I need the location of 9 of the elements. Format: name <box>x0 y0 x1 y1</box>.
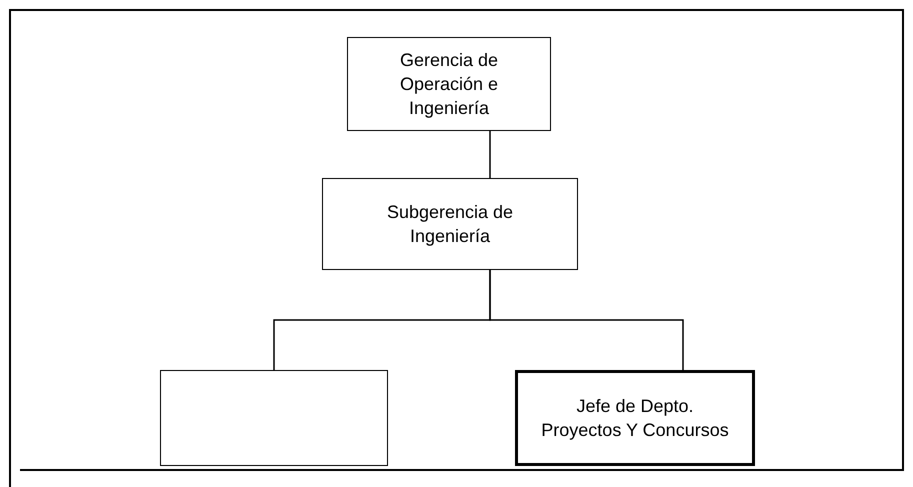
connector-line <box>489 270 684 370</box>
box-label: Gerencia de Operación e Ingeniería <box>398 49 500 120</box>
box-label: Subgerencia de Ingeniería <box>386 201 514 248</box>
org-box <box>322 178 578 270</box>
connector-line <box>489 131 491 178</box>
empty-box <box>160 370 388 466</box>
org-box <box>515 370 755 466</box>
box-label: Jefe de Depto. Proyectos Y Concursos <box>540 395 730 442</box>
org-box <box>347 37 551 131</box>
